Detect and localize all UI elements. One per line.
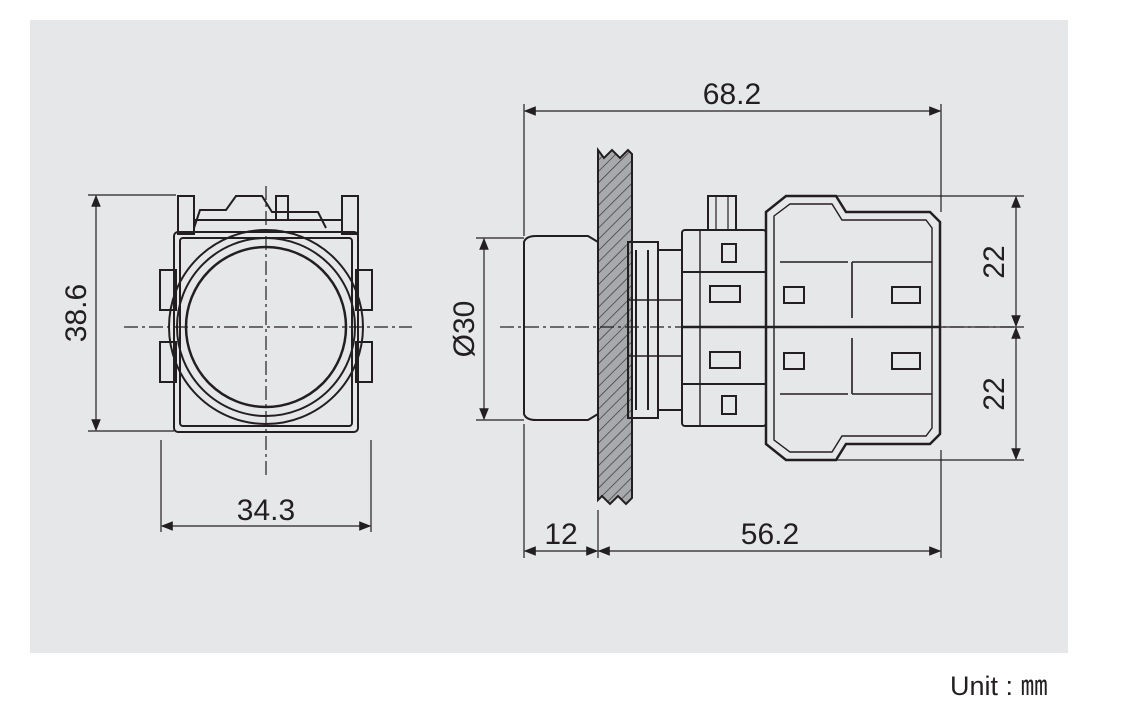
terminal-screw — [783, 352, 805, 370]
dim-body-length: 56.2 — [741, 518, 799, 551]
side-view — [523, 147, 942, 506]
unit-value: ㎜ — [1020, 671, 1048, 701]
front-top-clip — [193, 195, 327, 229]
dim-contact-upper: 22 — [978, 245, 1011, 278]
unit-label: Unit — [950, 671, 999, 701]
front-top-terminal — [341, 195, 359, 235]
side-top-terminal — [707, 195, 737, 231]
dim-contact-lower: 22 — [978, 377, 1011, 410]
contact-window — [721, 243, 737, 263]
dim-diameter: Ø30 — [448, 301, 481, 358]
side-lock-nut — [657, 249, 683, 411]
front-top-terminal — [177, 195, 195, 235]
terminal-screw — [783, 286, 805, 304]
mounting-panel — [597, 147, 633, 506]
terminal-screw — [891, 352, 921, 370]
front-top-terminal — [275, 195, 289, 221]
side-button-head — [523, 235, 599, 421]
unit-note: Unit : ㎜ — [950, 664, 1048, 703]
contact-window — [721, 395, 737, 415]
dim-width-front: 34.3 — [237, 494, 295, 527]
terminal-screw — [891, 286, 921, 304]
terminal-housing-inner — [773, 203, 933, 453]
contact-window — [709, 351, 741, 369]
contact-window — [709, 285, 741, 303]
dim-total-length: 68.2 — [703, 78, 761, 111]
unit-separator: : — [1005, 671, 1014, 701]
dim-height-front: 38.6 — [60, 284, 93, 342]
dim-panel-depth: 12 — [544, 518, 577, 551]
